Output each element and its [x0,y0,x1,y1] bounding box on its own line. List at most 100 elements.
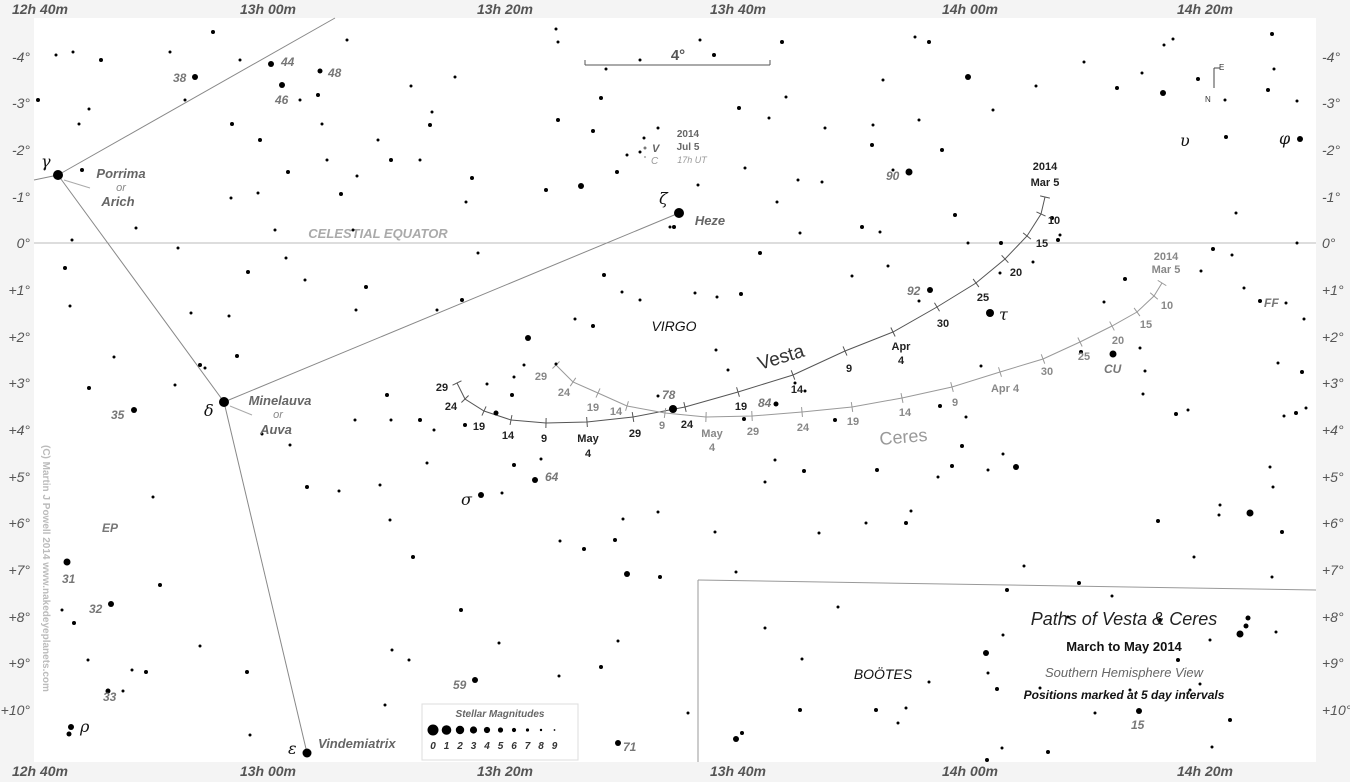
star [302,748,312,758]
ceres-tick [801,406,803,418]
star [998,271,1002,275]
star [938,404,942,408]
star [878,230,882,234]
dec-label: +7° [8,562,30,578]
star [1243,623,1249,629]
star [1270,32,1274,36]
ceres-label: Ceres [879,425,929,449]
star-number: 78 [662,388,676,402]
star [557,674,561,678]
star [556,40,560,44]
star [1022,564,1026,568]
vesta-tick-label: 15 [1036,238,1048,250]
star [383,703,387,707]
star [936,475,940,479]
compass-icon [1213,67,1220,88]
star [582,547,586,551]
star [1050,216,1054,220]
dec-label: -4° [1322,49,1340,65]
star [337,489,341,493]
greek-upsilon: υ [1180,131,1190,150]
star [176,246,180,250]
star [798,708,802,712]
constellation-bootes: BOÖTES [854,665,913,682]
legend-magnitude-dot [511,727,517,733]
star [1268,465,1272,469]
star [599,665,603,669]
star [860,225,864,229]
star [198,363,202,367]
dec-label: +9° [1322,655,1344,671]
star [512,463,516,467]
dec-label: -1° [1322,189,1340,205]
star [1174,412,1178,416]
star [298,98,302,102]
star [917,299,921,303]
legend-magnitude-label: 0 [430,741,436,752]
dec-label: +5° [8,469,30,485]
dec-label: 0° [17,235,31,251]
star [1156,519,1160,523]
star [940,148,944,152]
star [613,538,617,542]
star-number: 48 [327,66,342,80]
dec-label: +2° [8,329,30,345]
constellation-line [57,174,225,403]
star [1272,67,1276,71]
ceres-tick [1157,279,1167,287]
star [909,509,913,513]
star [68,724,74,730]
star [1228,718,1232,722]
vesta-tick [461,395,469,403]
ceres-start-year: 2014 [1154,251,1179,263]
legend-magnitude-dot [469,726,478,734]
star [68,304,72,308]
star [1001,452,1005,456]
greek-sigma: σ [461,490,473,509]
star [430,110,434,114]
star [198,644,202,648]
ceres-tick-label: 10 [1161,300,1173,312]
star [1058,233,1062,237]
star [71,50,75,54]
star [230,122,234,126]
vesta-tick [586,416,588,428]
ceres-tick [900,392,904,404]
star [1242,286,1246,290]
star [284,256,288,260]
compass-north: N [1205,95,1211,104]
star [1198,682,1202,686]
star [60,608,64,612]
star [303,278,307,282]
star [258,138,262,142]
star [53,170,63,180]
vesta-tick-label: 4 [585,448,592,460]
star [743,166,747,170]
star [1000,746,1004,750]
star [1192,555,1196,559]
star [418,158,422,162]
star [1160,90,1166,96]
star [305,485,309,489]
star-name-arich: Arich [100,194,134,209]
vesta-tick-label: 14 [502,430,515,442]
vesta-tick [790,370,796,380]
dec-axis-left: -4°-3°-2°-1°0°+1°+2°+3°+4°+5°+6°+7°+8°+9… [1,49,31,718]
star-name-porrima: Porrima [96,166,145,181]
dec-label: +9° [8,655,30,671]
star [192,74,198,80]
star [1295,99,1299,103]
star [693,291,697,295]
star [658,575,662,579]
star [1217,513,1221,517]
ceres-tick [663,407,667,419]
ceres-date-labels: 2014 Mar 5 10 15 20 25 30 Apr 4 9 14 19 … [535,251,1181,454]
ra-label: 12h 40m [12,1,68,17]
star-number: 90 [886,169,900,183]
star [833,418,837,422]
dec-label: -3° [12,95,30,111]
star [432,428,436,432]
star [435,308,439,312]
ceres-tick [625,401,629,411]
ra-axis-top: 12h 40m 13h 00m 13h 20m 13h 40m 14h 00m … [12,1,1233,17]
